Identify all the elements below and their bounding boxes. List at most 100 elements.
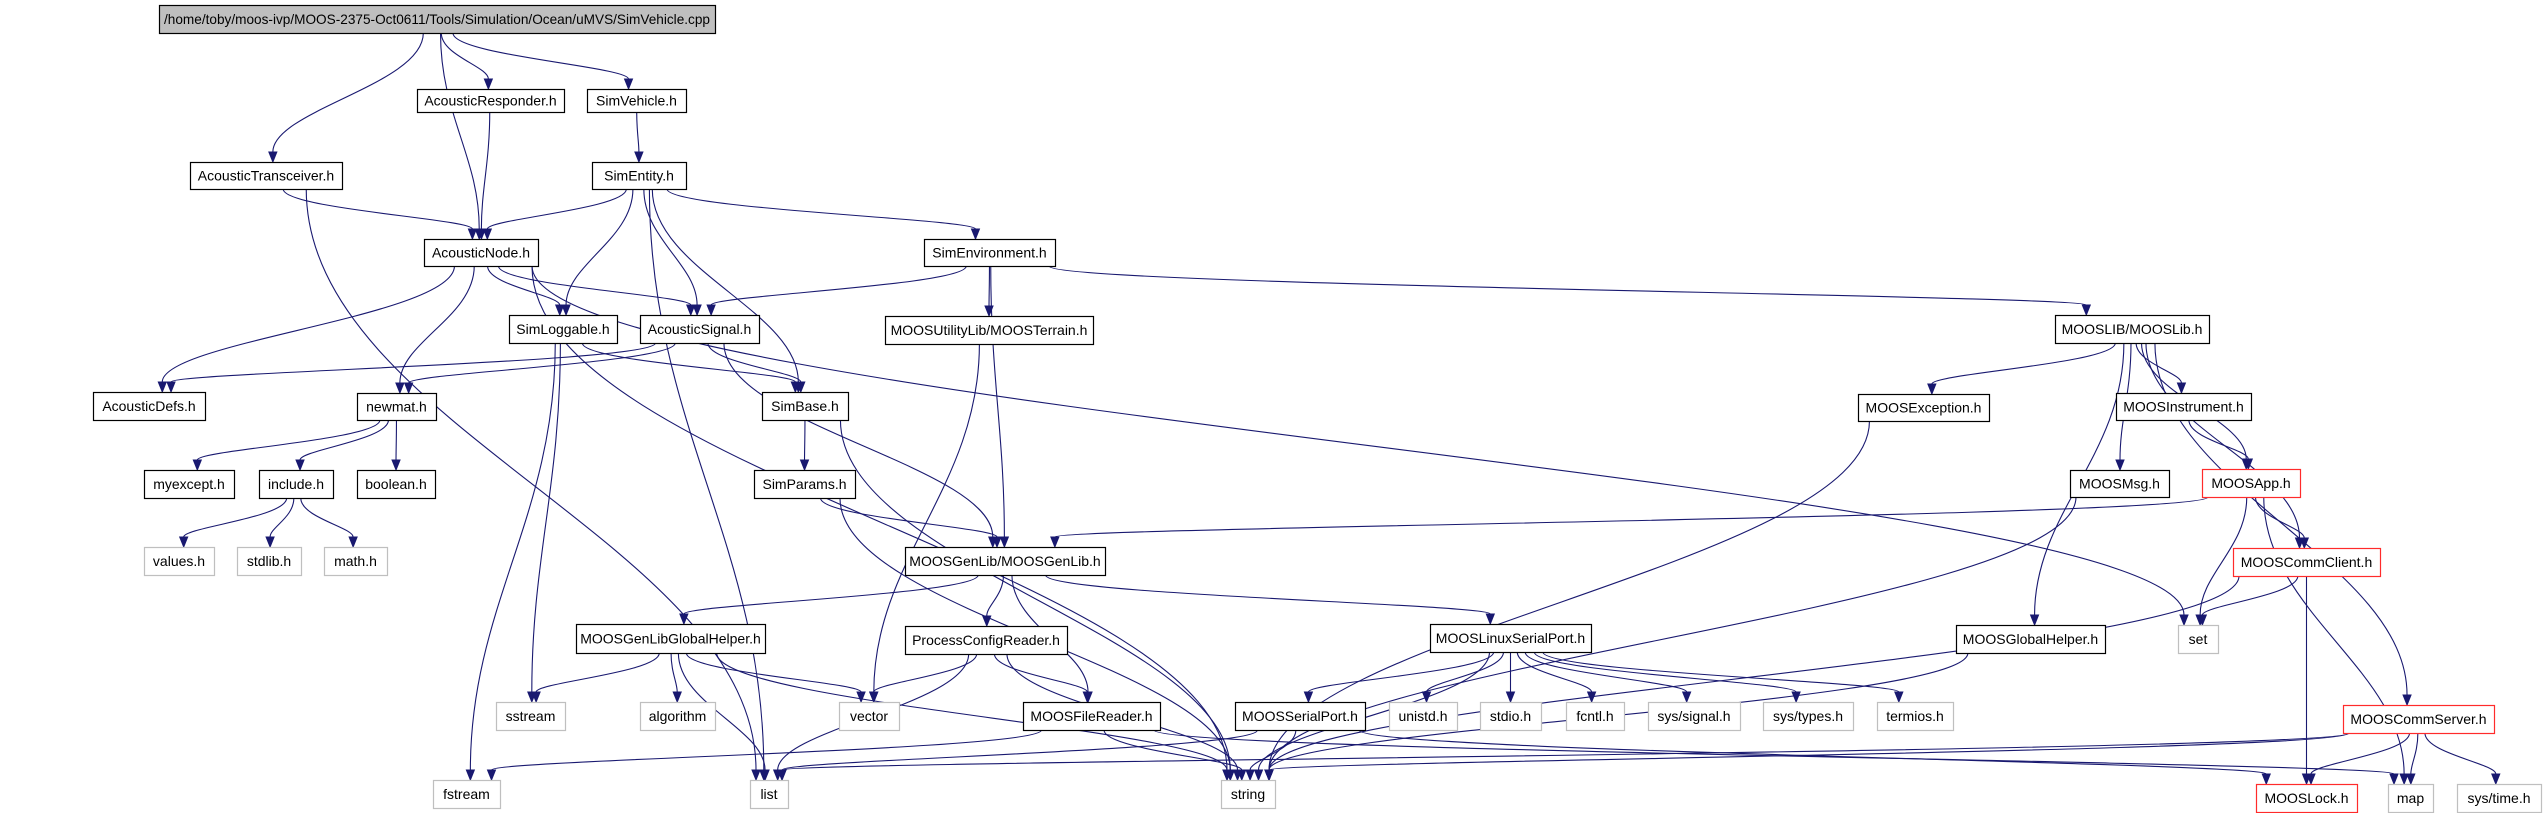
node-moosfile-reader[interactable]: MOOSFileReader.h xyxy=(1022,701,1162,732)
node-box xyxy=(356,469,437,500)
node-moosmsg[interactable]: MOOSMsg.h xyxy=(2069,469,2171,499)
arrowhead-icon xyxy=(2081,304,2092,317)
edge-line xyxy=(299,419,390,461)
node-box xyxy=(2201,468,2302,499)
arrowhead-icon xyxy=(2299,537,2310,550)
edge-line xyxy=(408,342,676,384)
node-syssignal: sys/signal.h xyxy=(1647,701,1742,732)
node-box xyxy=(2342,704,2496,735)
edge-sim-environment-to-mooslib xyxy=(1048,265,2092,317)
arrowhead-icon xyxy=(2197,614,2208,627)
edge-line xyxy=(2188,419,2249,460)
node-box xyxy=(2232,547,2382,578)
node-box xyxy=(753,469,857,500)
edge-line xyxy=(487,265,561,306)
node-sim-base[interactable]: SimBase.h xyxy=(761,391,850,422)
edge-line xyxy=(1054,496,2209,538)
node-box xyxy=(1234,701,1367,732)
node-mooslinux-serial-port[interactable]: MOOSLinuxSerialPort.h xyxy=(1429,623,1593,654)
edge-line xyxy=(986,574,1005,617)
arrowhead-icon xyxy=(1237,769,1247,782)
edge-line xyxy=(282,188,473,230)
edge-line xyxy=(2310,732,2411,775)
edge-sim-environment-to-acoustic-signal xyxy=(706,265,967,317)
node-process-config-reader[interactable]: ProcessConfigReader.h xyxy=(904,625,1069,656)
node-label: MOOSSerialPort.h xyxy=(1242,708,1358,724)
arrowhead-icon xyxy=(982,615,992,628)
edge-line xyxy=(1249,729,1297,771)
node-termios: termios.h xyxy=(1876,701,1955,732)
node-sim-environment[interactable]: SimEnvironment.h xyxy=(923,238,1057,268)
arrowhead-icon xyxy=(2179,614,2189,627)
arrowhead-icon xyxy=(1505,691,1516,704)
node-label: newmat.h xyxy=(366,399,427,415)
node-label: SimVehicle.h xyxy=(596,93,677,109)
node-label: sys/time.h xyxy=(2467,790,2530,806)
node-mooscomm-server[interactable]: MOOSCommServer.h xyxy=(2342,704,2496,735)
arrowhead-icon xyxy=(192,459,203,472)
node-root[interactable]: /home/toby/moos-ivp/MOOS-2375-Oct0611/To… xyxy=(158,4,717,35)
edge-line xyxy=(1533,651,1797,693)
node-moosexception[interactable]: MOOSException.h xyxy=(1857,393,1991,423)
edge-mooslinux-serial-port-to-string xyxy=(1253,651,1491,782)
node-sim-loggable[interactable]: SimLoggable.h xyxy=(508,314,619,345)
node-moosinstrument[interactable]: MOOSInstrument.h xyxy=(2115,392,2253,422)
edge-line xyxy=(497,265,692,306)
edge-mooslinux-serial-port-to-fcntl xyxy=(1516,651,1597,704)
node-acoustic-responder[interactable]: AcousticResponder.h xyxy=(416,88,566,114)
node-mooslib[interactable]: MOOSLIB/MOOSLib.h xyxy=(2054,314,2211,345)
node-box xyxy=(904,546,1107,577)
node-acoustic-defs[interactable]: AcousticDefs.h xyxy=(92,391,207,422)
node-moosterrain[interactable]: MOOSUtilityLib/MOOSTerrain.h xyxy=(884,315,1095,346)
edge-line xyxy=(666,188,977,230)
node-box xyxy=(2255,783,2359,813)
edge-moosapp-to-mooscomm-client xyxy=(2254,496,2310,550)
edge-sim-loggable-to-sim-base xyxy=(581,342,801,394)
edge-include-to-stdlib xyxy=(265,497,295,549)
edge-mooscomm-server-to-systime xyxy=(2424,732,2501,786)
edge-acoustic-signal-to-moosgen-lib xyxy=(723,342,998,549)
edge-line xyxy=(2199,496,2248,616)
edge-moosgen-lib-to-process-config-reader xyxy=(982,574,1005,628)
node-label: set xyxy=(2189,631,2208,647)
node-label: ProcessConfigReader.h xyxy=(912,632,1060,648)
node-sim-entity[interactable]: SimEntity.h xyxy=(591,161,688,191)
node-label: /home/toby/moos-ivp/MOOS-2375-Oct0611/To… xyxy=(164,11,710,27)
arrowhead-icon xyxy=(970,228,981,241)
edge-process-config-reader-to-vector xyxy=(868,653,978,704)
node-acoustic-signal[interactable]: AcousticSignal.h xyxy=(639,314,761,345)
node-moosapp[interactable]: MOOSApp.h xyxy=(2201,468,2302,499)
node-sim-vehicle[interactable]: SimVehicle.h xyxy=(586,88,688,114)
edge-line xyxy=(1268,732,2350,771)
node-label: myexcept.h xyxy=(153,476,225,492)
node-mooscomm-client[interactable]: MOOSCommClient.h xyxy=(2232,547,2382,578)
node-boolean[interactable]: boolean.h xyxy=(356,469,437,500)
node-moosserial-port[interactable]: MOOSSerialPort.h xyxy=(1234,701,1367,732)
edge-acoustic-node-to-acoustic-signal xyxy=(497,265,696,317)
edge-mooscomm-server-to-string xyxy=(1264,732,2350,782)
node-sim-params[interactable]: SimParams.h xyxy=(753,469,857,500)
node-box xyxy=(639,314,761,345)
arrowhead-icon xyxy=(1245,769,1255,782)
arrowhead-icon xyxy=(178,536,189,549)
node-label: unistd.h xyxy=(1398,708,1447,724)
node-moosgen-lib[interactable]: MOOSGenLib/MOOSGenLib.h xyxy=(904,546,1107,577)
node-moosglobal-helper[interactable]: MOOSGlobalHelper.h xyxy=(1955,624,2107,655)
arrowhead-icon xyxy=(465,769,476,782)
node-label: string xyxy=(1231,786,1265,802)
node-acoustic-node[interactable]: AcousticNode.h xyxy=(423,238,540,268)
node-include[interactable]: include.h xyxy=(258,469,335,500)
node-label: MOOSGlobalHelper.h xyxy=(1963,631,2098,647)
node-mooslock[interactable]: MOOSLock.h xyxy=(2255,783,2359,813)
node-moosgen-lib-global-helper[interactable]: MOOSGenLibGlobalHelper.h xyxy=(575,623,767,655)
arrowhead-icon xyxy=(486,769,497,782)
node-box xyxy=(639,701,717,732)
node-newmat[interactable]: newmat.h xyxy=(356,392,438,422)
node-myexcept[interactable]: myexcept.h xyxy=(143,469,236,500)
node-acoustic-transceiver[interactable]: AcousticTransceiver.h xyxy=(189,161,344,191)
edge-mooslinux-serial-port-to-systypes xyxy=(1533,651,1801,704)
edge-acoustic-transceiver-to-list xyxy=(305,188,761,782)
node-label: fstream xyxy=(443,786,490,802)
node-box xyxy=(904,625,1069,656)
edge-line xyxy=(399,265,475,384)
